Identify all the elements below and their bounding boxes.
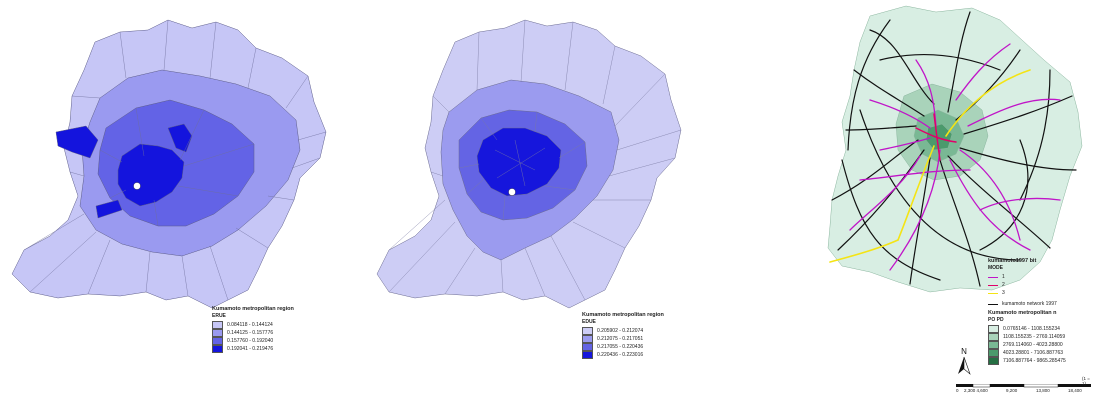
erue-legend-label-4: 0.192041 - 0.219476 bbox=[227, 346, 274, 352]
edue-legend-swatch-2 bbox=[582, 335, 593, 344]
network-region-core bbox=[925, 123, 953, 151]
scale-bar: 0 2,300 4,600 9,200 13,800 18,400 (1 = 1… bbox=[956, 376, 1092, 396]
edue-legend-label-3: 0.217055 - 0.220436 bbox=[597, 344, 644, 350]
scale-tick-3: 13,800 bbox=[1036, 388, 1050, 393]
network-class-row: 7106.887764 - 9865.285475 bbox=[988, 357, 1066, 366]
scale-tick-4: 18,400 bbox=[1068, 388, 1082, 393]
edue-legend-swatch-1 bbox=[582, 327, 593, 336]
erue-legend-row: 0.192041 - 0.219476 bbox=[212, 345, 294, 354]
erue-district-boundaries bbox=[23, 19, 327, 301]
edue-district-boundaries bbox=[388, 19, 682, 301]
erue-legend-label-3: 0.157760 - 0.192040 bbox=[227, 338, 274, 344]
network-class-label-2: 1108.155235 - 2769.114059 bbox=[1003, 334, 1066, 341]
network-link-row: kumamoto network 1997 bbox=[988, 300, 1066, 308]
erue-legend-field: ERUE bbox=[212, 312, 226, 319]
erue-region-sw-strip bbox=[95, 199, 123, 219]
network-mode-row: 3 bbox=[988, 289, 1066, 297]
erue-region-core bbox=[117, 143, 185, 207]
edue-legend-field: EDUE bbox=[582, 318, 596, 325]
edue-legend-row: 0.205902 - 0.212074 bbox=[582, 327, 664, 336]
north-arrow-right-half bbox=[963, 356, 971, 375]
network-class-row: 2769.114060 - 4023.28800 bbox=[988, 341, 1066, 350]
network-mode-line-3 bbox=[988, 292, 998, 294]
scale-unit-label: (1 = 1) bbox=[1082, 376, 1090, 386]
scale-tick-2: 9,200 bbox=[1006, 388, 1018, 393]
network-mode-label-1: 1 bbox=[1002, 274, 1005, 280]
scale-bar-ticks: 0 2,300 4,600 9,200 13,800 18,400 bbox=[956, 388, 1092, 396]
edue-legend-row: 0.220436 - 0.223016 bbox=[582, 351, 664, 360]
network-class-label-3: 2769.114060 - 4023.28800 bbox=[1003, 342, 1063, 349]
network-region-title: Kumamoto metropolitan n bbox=[988, 310, 1057, 317]
network-mode-row: 2 bbox=[988, 281, 1066, 289]
network-link-label: kumamoto network 1997 bbox=[1002, 301, 1057, 307]
north-arrow: N bbox=[958, 347, 971, 375]
edue-map-panel: Kumamoto metropolitan region EDUE 0.2059… bbox=[375, 0, 715, 404]
erue-legend-row: 0.144125 - 0.157776 bbox=[212, 329, 294, 338]
network-class-label-4: 4023.28801 - 7106.887763 bbox=[1003, 350, 1064, 357]
erue-region-west-patch bbox=[55, 125, 99, 159]
edue-legend-swatch-4 bbox=[582, 351, 593, 360]
scale-tick-1: 2,300 4,600 bbox=[964, 388, 988, 393]
network-class-label-1: 0.0765146 - 1108.155234 bbox=[1003, 326, 1060, 333]
erue-legend-title: Kumamoto metropolitan region bbox=[212, 306, 294, 312]
network-road-links bbox=[831, 11, 1077, 287]
erue-choropleth-map bbox=[11, 19, 327, 309]
edue-legend-swatch-3 bbox=[582, 343, 593, 352]
erue-legend-label-2: 0.144125 - 0.157776 bbox=[227, 330, 274, 336]
network-mode-row: 1 bbox=[988, 273, 1066, 281]
erue-region-north-patch bbox=[167, 123, 193, 153]
network-class-swatch-1 bbox=[988, 325, 999, 334]
edue-legend-row: 0.212075 - 0.217051 bbox=[582, 335, 664, 344]
scale-bar-graphic bbox=[956, 384, 1091, 388]
network-mode-line-2 bbox=[988, 284, 998, 286]
edue-legend-label-1: 0.205902 - 0.212074 bbox=[597, 328, 644, 334]
edue-choropleth-map bbox=[376, 19, 682, 309]
edue-legend-row: 0.217055 - 0.220436 bbox=[582, 343, 664, 352]
network-map-panel: kumamoto1997 bit MODE 1 2 3 kumamoto net… bbox=[720, 0, 1094, 404]
erue-map-panel: Kumamoto metropolitan region ERUE 0.0841… bbox=[0, 0, 370, 404]
north-arrow-label: N bbox=[961, 347, 967, 356]
network-link-line bbox=[988, 303, 998, 305]
network-class-swatch-3 bbox=[988, 341, 999, 350]
network-legend-title: kumamoto1997 bit bbox=[988, 258, 1037, 264]
network-mode-line-1 bbox=[988, 276, 998, 278]
erue-legend-label-1: 0.084118 - 0.144124 bbox=[227, 322, 273, 328]
scale-tick-0: 0 bbox=[956, 388, 959, 393]
erue-legend: Kumamoto metropolitan region ERUE 0.0841… bbox=[212, 306, 294, 354]
network-class-row: 4023.28801 - 7106.887763 bbox=[988, 349, 1066, 358]
edue-legend-label-4: 0.220436 - 0.223016 bbox=[597, 352, 644, 358]
network-mode-label-2: 2 bbox=[1002, 282, 1005, 288]
edue-legend-label-2: 0.212075 - 0.217051 bbox=[597, 336, 644, 342]
network-class-row: 1108.155235 - 2769.114059 bbox=[988, 333, 1066, 342]
erue-legend-row: 0.157760 - 0.192040 bbox=[212, 337, 294, 346]
network-class-row: 0.0765146 - 1108.155234 bbox=[988, 325, 1066, 334]
erue-legend-row: 0.084118 - 0.144124 bbox=[212, 321, 294, 330]
network-mode-label-3: 3 bbox=[1002, 290, 1005, 296]
erue-legend-swatch-2 bbox=[212, 329, 223, 338]
edue-central-district-marker bbox=[508, 188, 516, 196]
erue-legend-swatch-4 bbox=[212, 345, 223, 354]
erue-legend-swatch-1 bbox=[212, 321, 223, 330]
edue-legend: Kumamoto metropolitan region EDUE 0.2059… bbox=[582, 312, 664, 360]
network-legend: kumamoto1997 bit MODE 1 2 3 kumamoto net… bbox=[988, 258, 1066, 366]
network-mode-2-routes bbox=[915, 113, 957, 161]
network-region-field: PO PD bbox=[988, 317, 1004, 323]
network-mode-title: MODE bbox=[988, 264, 1003, 271]
erue-central-district-marker bbox=[133, 182, 141, 190]
network-class-swatch-5 bbox=[988, 357, 999, 366]
network-class-swatch-4 bbox=[988, 349, 999, 358]
erue-legend-swatch-3 bbox=[212, 337, 223, 346]
network-class-swatch-2 bbox=[988, 333, 999, 342]
north-arrow-left-half bbox=[958, 357, 964, 374]
network-mode-3-routes bbox=[829, 69, 1031, 263]
network-class-label-5: 7106.887764 - 9865.285475 bbox=[1003, 358, 1066, 365]
edue-legend-title: Kumamoto metropolitan region bbox=[582, 312, 664, 318]
network-map bbox=[827, 5, 1083, 293]
